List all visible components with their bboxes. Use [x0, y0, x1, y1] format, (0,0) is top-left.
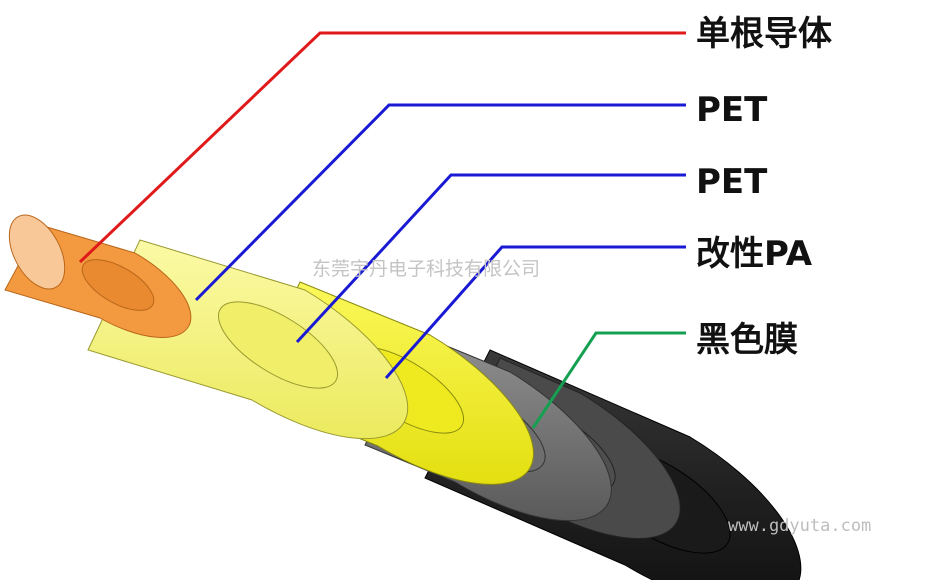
label-single-conductor: 单根导体: [696, 14, 832, 54]
black-film-leader-line: [531, 331, 686, 429]
conductor-leader-line: [78, 31, 686, 264]
pet-1-leader-line: [194, 103, 686, 302]
label-black-film: 黑色膜: [696, 320, 798, 360]
label-modified-pa: 改性PA: [696, 234, 813, 274]
website-watermark: www.gdyuta.com: [728, 516, 872, 536]
conductor: [4, 214, 192, 338]
pet-2-leader-line: [295, 173, 686, 344]
modified-pa-leader-line: [384, 245, 686, 379]
label-pet-1: PET: [696, 90, 768, 130]
company-watermark: 东莞宇丹电子科技有限公司: [312, 258, 541, 280]
label-pet-2: PET: [696, 162, 768, 202]
